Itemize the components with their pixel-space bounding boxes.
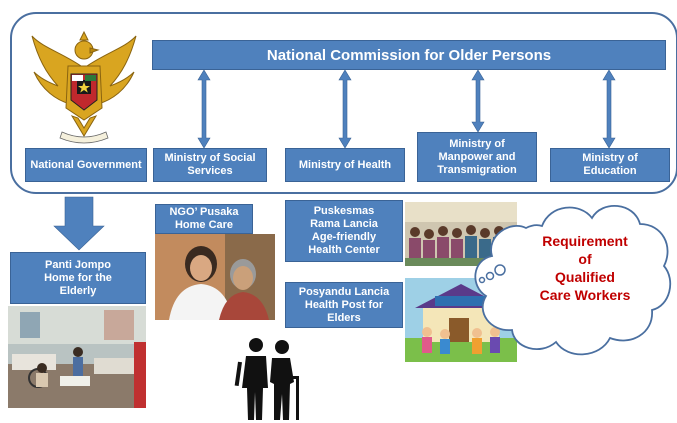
national-commission-label: National Commission for Older Persons bbox=[266, 46, 552, 64]
national-government-label: National Government bbox=[30, 158, 142, 171]
cloud-text: Requirement of Qualified Care Workers bbox=[520, 232, 650, 304]
ministry-education-label: Ministry of Education bbox=[582, 152, 638, 177]
puskesmas-label: Puskesmas Rama Lancia Age-friendly Healt… bbox=[308, 205, 380, 256]
ministry-health-box: Ministry of Health bbox=[285, 148, 405, 182]
cloud-line-3: Qualified bbox=[555, 269, 615, 285]
panti-jompo-box: Panti Jompo Home for the Elderly bbox=[10, 252, 146, 304]
posyandu-cartoon bbox=[405, 278, 517, 362]
posyandu-box: Posyandu Lancia Health Post for Elders bbox=[285, 282, 403, 328]
cloud-line-2: of bbox=[578, 251, 592, 267]
cloud-shape bbox=[474, 204, 672, 356]
puskesmas-box: Puskesmas Rama Lancia Age-friendly Healt… bbox=[285, 200, 403, 262]
ministry-social-services-box: Ministry of Social Services bbox=[153, 148, 267, 182]
posyandu-label: Posyandu Lancia Health Post for Elders bbox=[298, 285, 390, 324]
national-government-box: National Government bbox=[25, 148, 147, 182]
health-post-illustration bbox=[405, 278, 517, 362]
garuda-emblem-icon bbox=[31, 30, 137, 144]
home-care-photo bbox=[155, 234, 275, 320]
ministry-manpower-box: Ministry of Manpower and Transmigration bbox=[417, 132, 537, 182]
arrow-health bbox=[338, 69, 352, 149]
caregiver-with-elder-illustration bbox=[155, 234, 275, 320]
arrow-manpower bbox=[471, 69, 485, 133]
arrow-social-services bbox=[197, 69, 211, 149]
ministry-social-services-label: Ministry of Social Services bbox=[164, 152, 256, 177]
arrow-education bbox=[602, 69, 616, 149]
elderly-home-photo bbox=[8, 306, 146, 408]
nursing-ward-illustration bbox=[8, 306, 146, 408]
cloud-line-4: Care Workers bbox=[539, 287, 631, 303]
ngo-pusaka-box: NGO’ Pusaka Home Care bbox=[155, 204, 253, 234]
national-commission-box: National Commission for Older Persons bbox=[152, 40, 666, 70]
elderly-couple-icon bbox=[234, 338, 299, 420]
ministry-manpower-label: Ministry of Manpower and Transmigration bbox=[437, 137, 517, 176]
ngo-pusaka-label: NGO’ Pusaka Home Care bbox=[169, 206, 239, 231]
arrow-national-government-down bbox=[53, 196, 105, 251]
panti-jompo-label: Panti Jompo Home for the Elderly bbox=[44, 258, 112, 297]
ministry-health-label: Ministry of Health bbox=[298, 158, 392, 171]
ministry-education-box: Ministry of Education bbox=[550, 148, 670, 182]
cloud-line-1: Requirement bbox=[542, 233, 628, 249]
